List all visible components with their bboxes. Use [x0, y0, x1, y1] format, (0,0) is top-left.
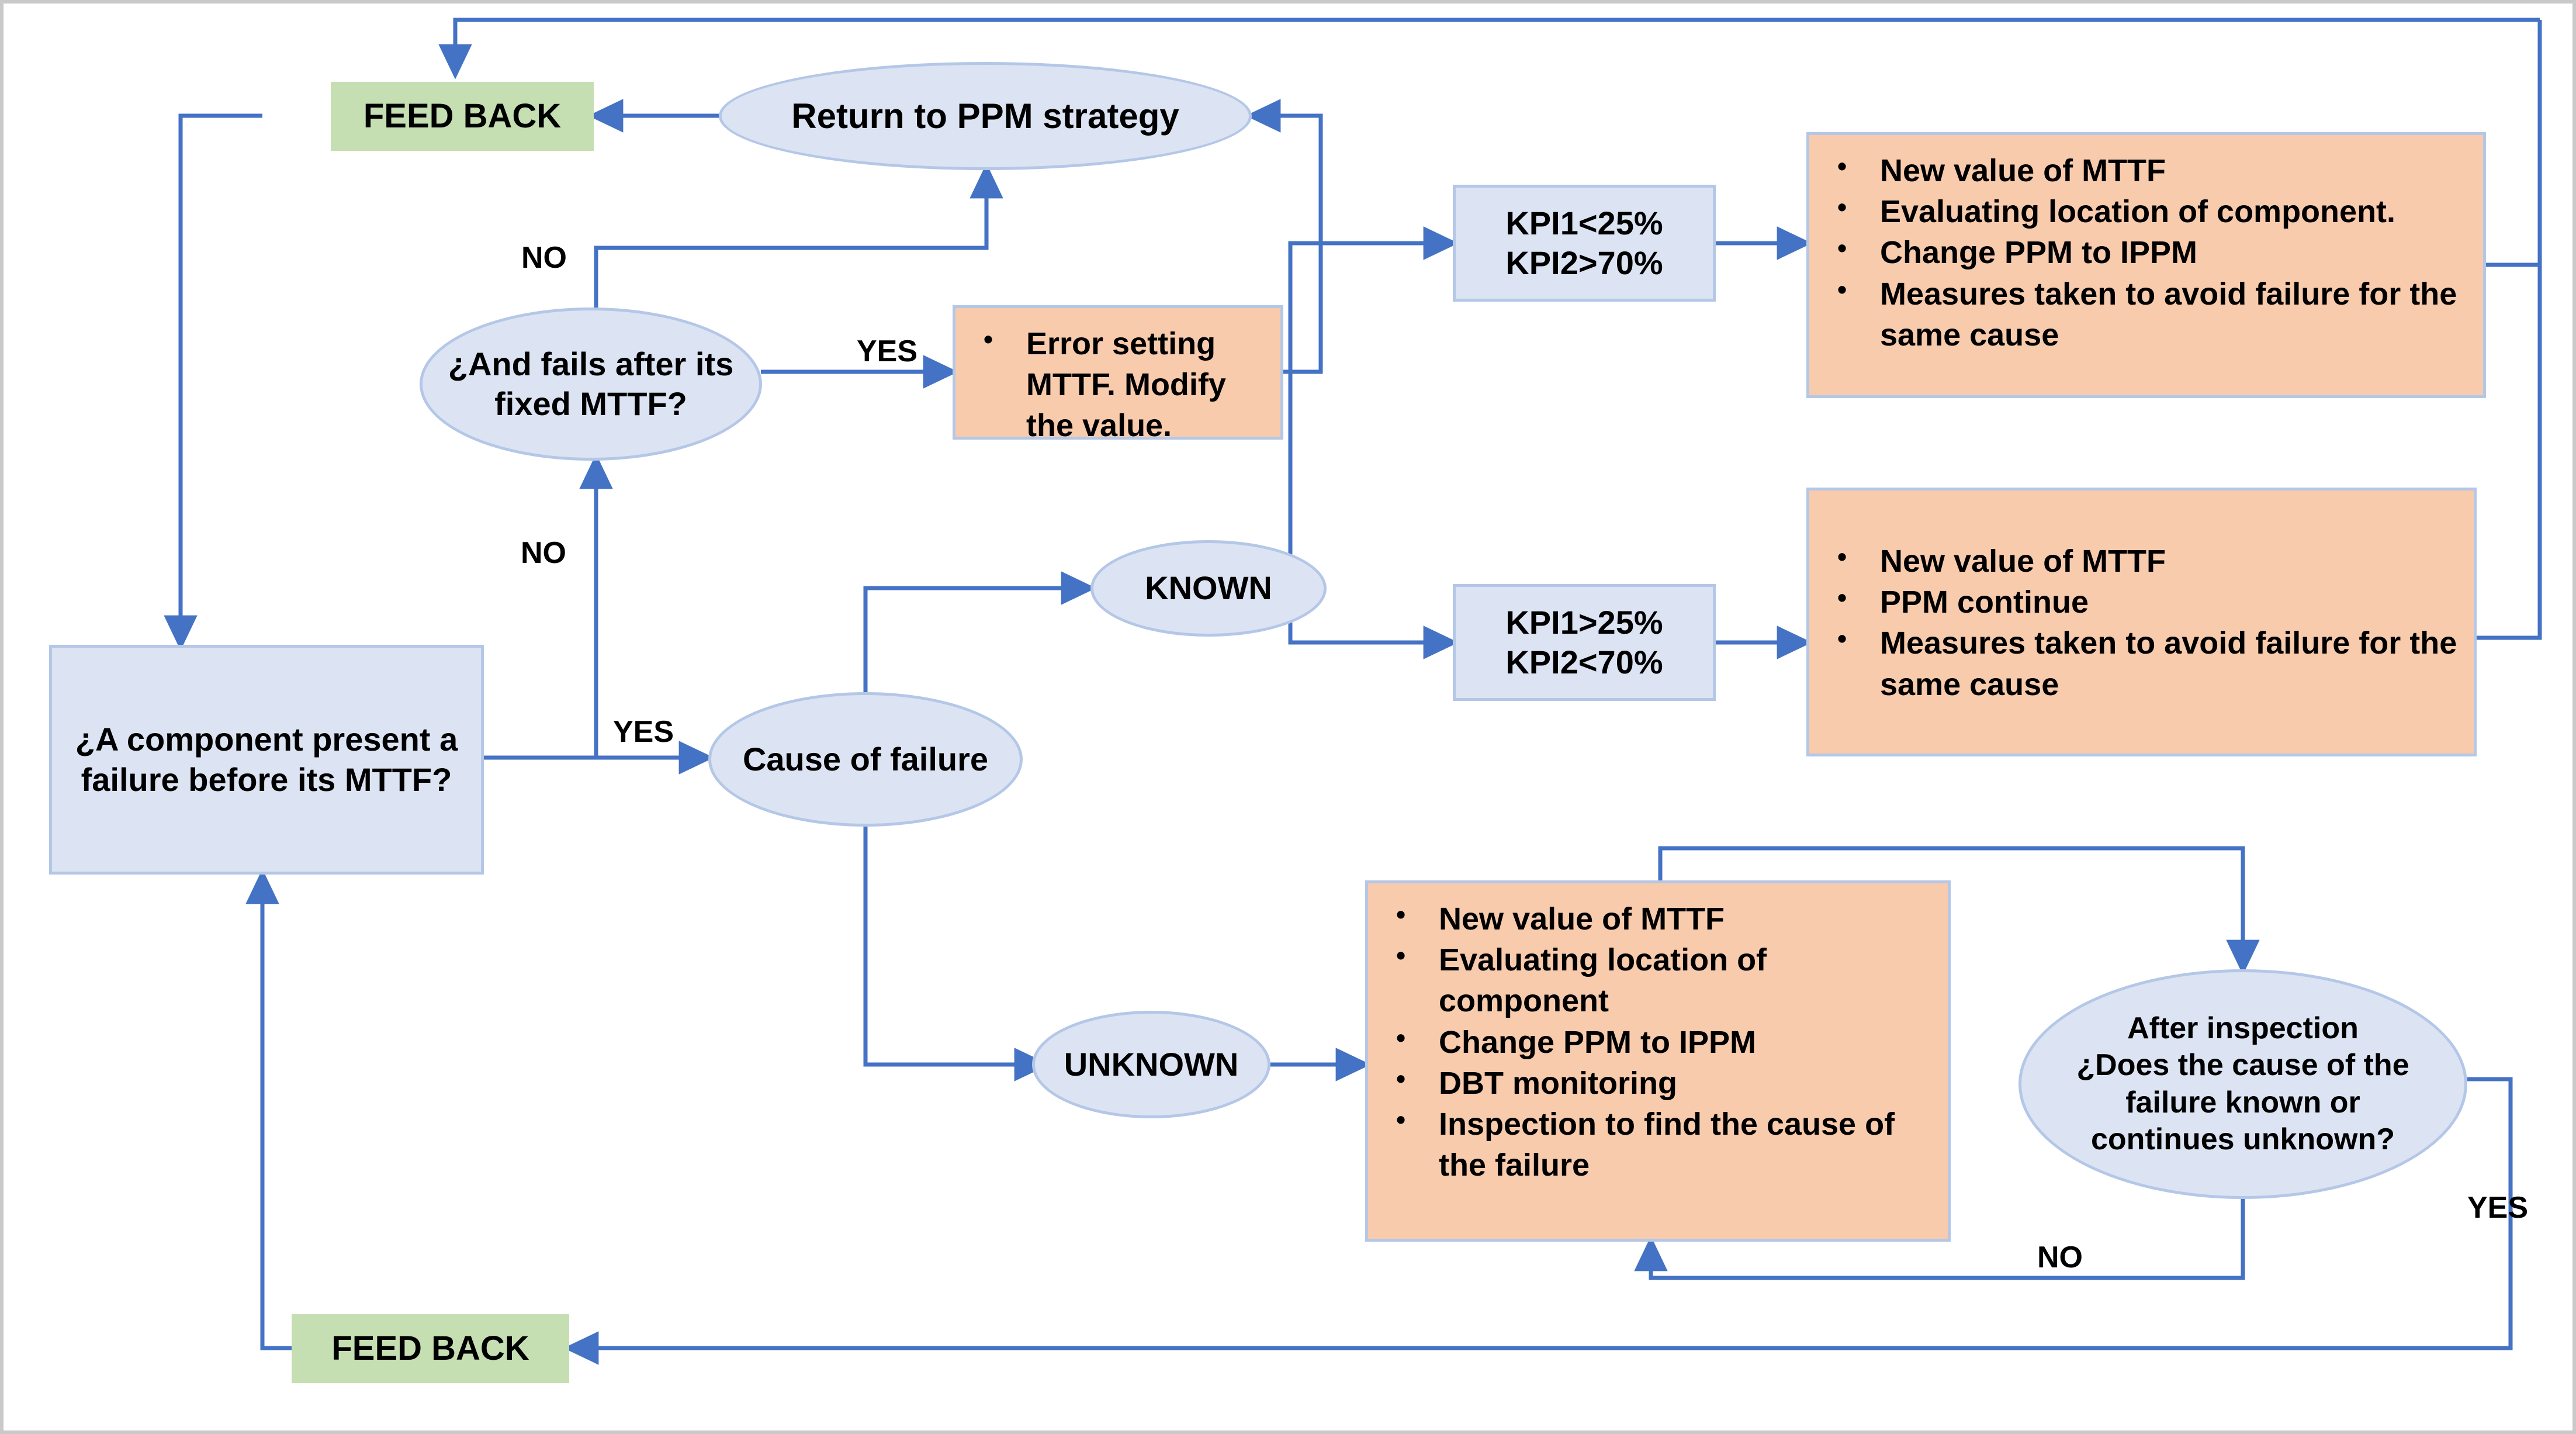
component-failure-line1: ¿A component present a	[75, 721, 458, 758]
wire-actions1-to-top	[2486, 20, 2542, 267]
edge-label-fails-yes: YES	[857, 334, 918, 368]
after-inspection-line2: ¿Does the cause of the	[2076, 1048, 2409, 1083]
kpi-low-line1: KPI1>25%	[1505, 603, 1663, 641]
feedback-bottom-label: FEED BACK	[331, 1329, 529, 1367]
kpi-low-line2: KPI2<70%	[1505, 644, 1663, 680]
return-to-ppm-strategy-ellipse[interactable]: Return to PPM strategy	[719, 62, 1252, 170]
error-setting-mttf-list: Error setting MTTF. Modify the value.	[971, 322, 1269, 447]
error-setting-mttf-box[interactable]: Error setting MTTF. Modify the value.	[953, 305, 1283, 443]
actions-kpi-low-item-0: New value of MTTF	[1824, 540, 2462, 582]
kpi-high-line1: KPI1<25%	[1505, 204, 1663, 241]
edge-label-component-yes: YES	[613, 715, 674, 749]
cause-of-failure-ellipse[interactable]: Cause of failure	[708, 692, 1023, 827]
edge-label-fails-no: NO	[521, 241, 567, 275]
wire-inspection-yes-to-feedbackbottom	[563, 1077, 2513, 1365]
wire-feedbacktop-to-component	[164, 113, 262, 651]
wire-inspection-no-to-actions3	[1634, 1199, 2245, 1280]
kpi-high-label: KPI1<25% KPI2>70%	[1505, 203, 1663, 284]
actions-kpi-high-item-1: Evaluating location of component.	[1824, 190, 2471, 232]
component-failure-line2: failure before its MTTF?	[81, 761, 452, 798]
feedback-top-box[interactable]: FEED BACK	[331, 82, 594, 151]
actions-kpi-low-list: New value of MTTF PPM continue Measures …	[1824, 506, 2462, 705]
known-ellipse[interactable]: KNOWN	[1090, 540, 1327, 637]
actions-kpi-high-item-3: Measures taken to avoid failure for the …	[1824, 272, 2471, 355]
component-failure-box[interactable]: ¿A component present a failure before it…	[49, 645, 484, 875]
actions-kpi-high-box[interactable]: New value of MTTF Evaluating location of…	[1806, 132, 2486, 398]
actions-unknown-list: New value of MTTF Evaluating location of…	[1383, 897, 1936, 1186]
actions-unknown-item-1: Evaluating location of component	[1383, 938, 1936, 1021]
actions-kpi-low-item-1: PPM continue	[1824, 580, 2462, 623]
wire-actions2-to-top	[2477, 265, 2542, 640]
after-inspection-line1: After inspection	[2127, 1011, 2359, 1045]
fails-after-mttf-line2: fixed MTTF?	[494, 385, 687, 422]
actions-kpi-high-list: New value of MTTF Evaluating location of…	[1824, 149, 2471, 355]
fails-after-mttf-line1: ¿And fails after its	[448, 345, 734, 382]
kpi-high-line2: KPI2>70%	[1505, 244, 1663, 281]
fails-after-mttf-ellipse[interactable]: ¿And fails after its fixed MTTF?	[420, 307, 762, 461]
wire-top-return	[438, 18, 2540, 80]
actions-unknown-box[interactable]: New value of MTTF Evaluating location of…	[1365, 880, 1951, 1242]
actions-kpi-high-item-2: Change PPM to IPPM	[1824, 231, 2471, 273]
wire-cause-to-unknown	[863, 796, 1050, 1081]
unknown-label: UNKNOWN	[1064, 1045, 1239, 1083]
return-to-ppm-strategy-label: Return to PPM strategy	[791, 96, 1179, 136]
edge-label-component-no: NO	[521, 536, 566, 570]
wire-actions3-to-inspection	[1658, 846, 2260, 975]
after-inspection-label: After inspection ¿Does the cause of the …	[2076, 1010, 2409, 1159]
wire-cause-to-known	[863, 571, 1096, 725]
actions-unknown-item-2: Change PPM to IPPM	[1383, 1021, 1936, 1063]
after-inspection-ellipse[interactable]: After inspection ¿Does the cause of the …	[2018, 969, 2467, 1199]
kpi-high-box[interactable]: KPI1<25% KPI2>70%	[1453, 185, 1716, 302]
kpi-low-label: KPI1>25% KPI2<70%	[1505, 603, 1663, 683]
after-inspection-line3: failure known or	[2125, 1085, 2360, 1119]
kpi-low-box[interactable]: KPI1>25% KPI2<70%	[1453, 584, 1716, 701]
cause-of-failure-label: Cause of failure	[742, 740, 989, 778]
component-failure-label: ¿A component present a failure before it…	[75, 720, 458, 800]
actions-kpi-high-item-0: New value of MTTF	[1824, 149, 2471, 191]
unknown-ellipse[interactable]: UNKNOWN	[1032, 1011, 1270, 1118]
feedback-bottom-box[interactable]: FEED BACK	[292, 1314, 569, 1383]
known-label: KNOWN	[1145, 569, 1272, 607]
wire-feedbackbottom-to-component	[245, 869, 292, 1350]
actions-unknown-item-0: New value of MTTF	[1383, 897, 1936, 939]
fails-after-mttf-label: ¿And fails after its fixed MTTF?	[448, 344, 734, 424]
edge-label-inspection-yes: YES	[2467, 1191, 2529, 1225]
actions-unknown-item-3: DBT monitoring	[1383, 1062, 1936, 1104]
feedback-top-label: FEED BACK	[363, 96, 562, 135]
edge-label-inspection-no: NO	[2037, 1241, 2083, 1274]
actions-kpi-low-box[interactable]: New value of MTTF PPM continue Measures …	[1806, 488, 2477, 756]
actions-kpi-low-item-2: Measures taken to avoid failure for the …	[1824, 621, 2462, 704]
wire-fails-no-to-returnppm	[594, 163, 1003, 336]
after-inspection-line4: continues unknown?	[2091, 1122, 2395, 1156]
error-setting-mttf-item-0: Error setting MTTF. Modify the value.	[971, 322, 1269, 447]
actions-unknown-item-4: Inspection to find the cause of the fail…	[1383, 1103, 1936, 1186]
